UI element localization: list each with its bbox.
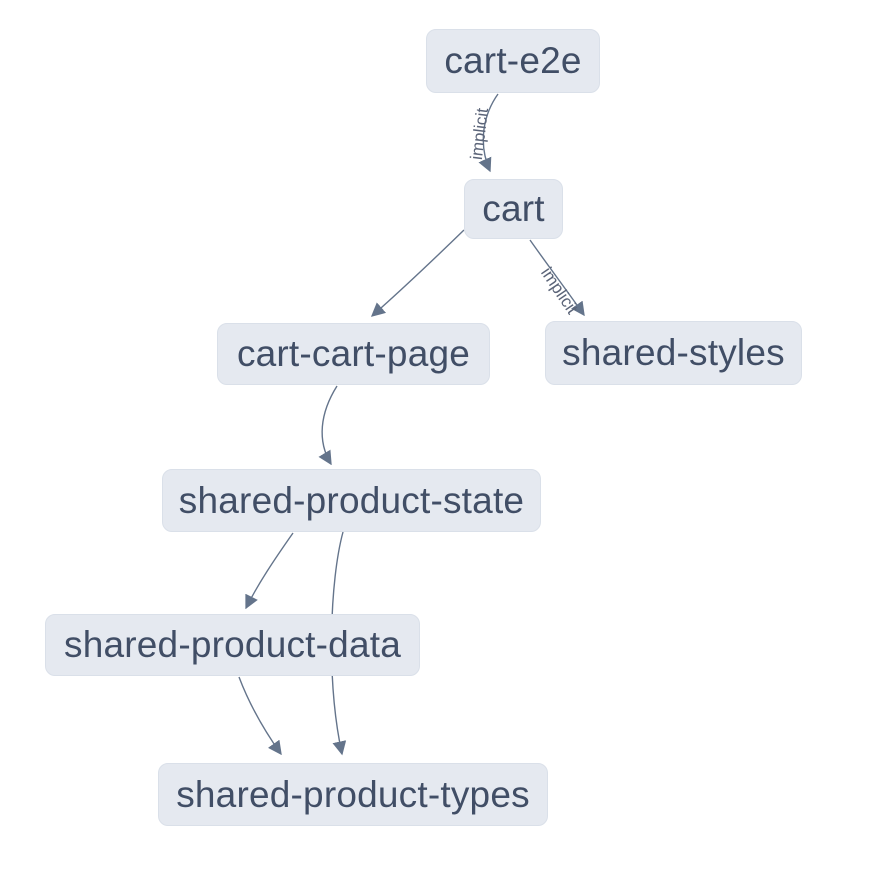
node-label: shared-styles	[562, 332, 785, 373]
node-cart-cart-page[interactable]: cart-cart-page	[217, 323, 490, 385]
node-cart[interactable]: cart	[464, 179, 563, 239]
node-label: cart	[482, 188, 545, 229]
node-cart-e2e[interactable]: cart-e2e	[426, 29, 600, 93]
node-shared-styles[interactable]: shared-styles	[545, 321, 802, 385]
node-label: shared-product-types	[176, 773, 530, 815]
node-label: cart-e2e	[444, 40, 582, 81]
edge-cart-to-shared-styles	[529, 239, 585, 317]
node-shared-product-state[interactable]: shared-product-state	[162, 469, 541, 532]
node-label: shared-product-state	[178, 479, 525, 521]
edge-shared-product-data-to-shared-product-types	[238, 676, 282, 756]
edge-cart-e2e-to-cart	[478, 93, 499, 173]
edge-shared-product-state-to-shared-product-data	[245, 532, 294, 610]
edge-cart-to-cart-cart-page	[370, 229, 465, 317]
node-label: shared-product-data	[64, 624, 401, 665]
node-label: cart-cart-page	[236, 333, 471, 374]
node-shared-product-types[interactable]: shared-product-types	[158, 763, 548, 826]
edge-cart-cart-page-to-shared-product-state	[318, 385, 338, 466]
node-shared-product-data[interactable]: shared-product-data	[45, 614, 420, 676]
